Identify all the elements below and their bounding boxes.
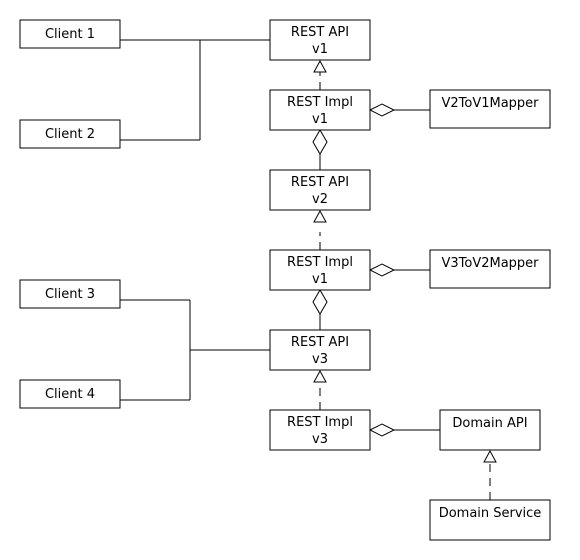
- rest-impl-v1-mid-box: REST Impl v1: [269, 249, 371, 291]
- rest-api-v3-version: v3: [312, 352, 328, 367]
- realization-arrowhead-api-v2: [313, 209, 327, 223]
- realization-arrowhead-domain-api: [483, 449, 497, 463]
- aggregation-diamond-mapper-v3v2: [368, 263, 396, 277]
- rest-impl-v1-top-box: REST Impl v1: [269, 89, 371, 131]
- aggregation-diamond-domain-api: [368, 423, 396, 437]
- client-2-label: Client 2: [45, 127, 95, 142]
- domain-service-box: Domain Service: [429, 499, 551, 541]
- rest-api-v2-title: REST API: [291, 175, 349, 190]
- connectors: [120, 39, 491, 500]
- client-3-label: Client 3: [45, 287, 95, 302]
- client-1-box: Client 1: [19, 19, 121, 49]
- client-3-box: Client 3: [19, 279, 121, 309]
- v3-to-v2-mapper-box: V3ToV2Mapper: [429, 249, 551, 289]
- rest-api-v1-version: v1: [312, 42, 328, 57]
- rest-api-v3-box: REST API v3: [269, 329, 371, 371]
- rest-impl-v3-title: REST Impl: [287, 415, 353, 430]
- domain-api-box: Domain API: [439, 409, 541, 451]
- aggregation-diamond-mapper-v2v1: [368, 103, 396, 117]
- rest-api-v1-title: REST API: [291, 25, 349, 40]
- aggregation-diamonds: [312, 103, 396, 437]
- rest-impl-v3-version: v3: [312, 432, 328, 447]
- aggregation-diamond-api-v3: [312, 289, 328, 315]
- aggregation-diamond-api-v2: [312, 129, 328, 155]
- client-4-box: Client 4: [19, 379, 121, 409]
- v3-to-v2-mapper-label: V3ToV2Mapper: [441, 256, 539, 271]
- rest-api-v3-title: REST API: [291, 335, 349, 350]
- rest-api-v1-box: REST API v1: [269, 19, 371, 61]
- client-2-box: Client 2: [19, 119, 121, 149]
- rest-api-v2-version: v2: [312, 192, 328, 207]
- client-1-label: Client 1: [45, 27, 95, 42]
- v2-to-v1-mapper-label: V2ToV1Mapper: [441, 96, 539, 111]
- domain-api-label: Domain API: [452, 416, 527, 431]
- rest-impl-v1-mid-title: REST Impl: [287, 255, 353, 270]
- rest-api-v2-box: REST API v2: [269, 169, 371, 211]
- rest-impl-v1-mid-version: v1: [312, 272, 328, 287]
- domain-service-label: Domain Service: [439, 506, 542, 521]
- client-4-label: Client 4: [45, 387, 95, 402]
- rest-impl-v1-top-version: v1: [312, 112, 328, 127]
- realization-arrowhead-api-v3: [313, 369, 327, 383]
- rest-impl-v3-box: REST Impl v3: [269, 409, 371, 451]
- realization-arrowhead-api-v1: [313, 59, 327, 73]
- realization-arrowheads: [313, 59, 497, 463]
- rest-impl-v1-top-title: REST Impl: [287, 95, 353, 110]
- v2-to-v1-mapper-box: V2ToV1Mapper: [429, 89, 551, 129]
